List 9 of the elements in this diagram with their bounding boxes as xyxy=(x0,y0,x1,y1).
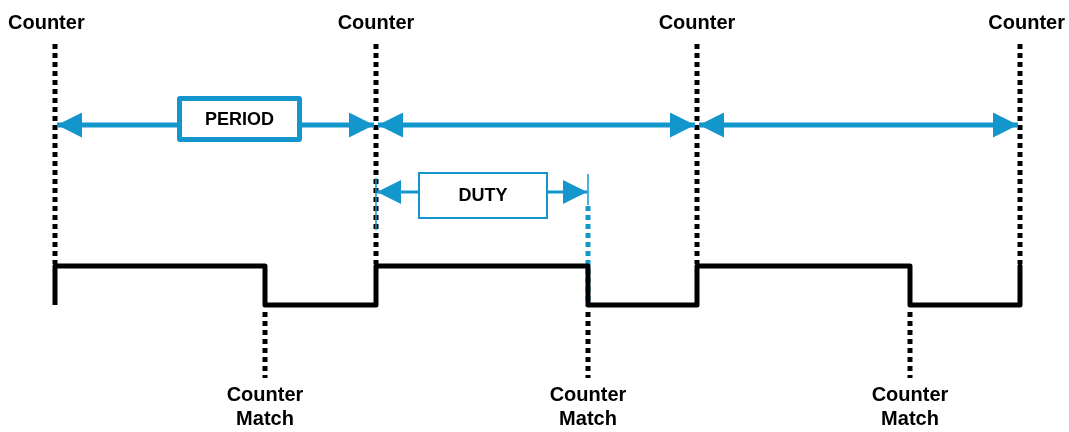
signal-label: Counter Match xyxy=(225,382,305,430)
signal-label: Counter xyxy=(987,10,1065,34)
signal-label: Counter xyxy=(657,10,737,34)
label-box: DUTY xyxy=(418,172,548,219)
signal-label: Counter Match xyxy=(870,382,950,430)
signal-label: Counter Match xyxy=(548,382,628,430)
label-box: PERIOD xyxy=(177,96,302,142)
signal-label: Counter xyxy=(336,10,416,34)
signal-label: Counter xyxy=(8,10,86,34)
